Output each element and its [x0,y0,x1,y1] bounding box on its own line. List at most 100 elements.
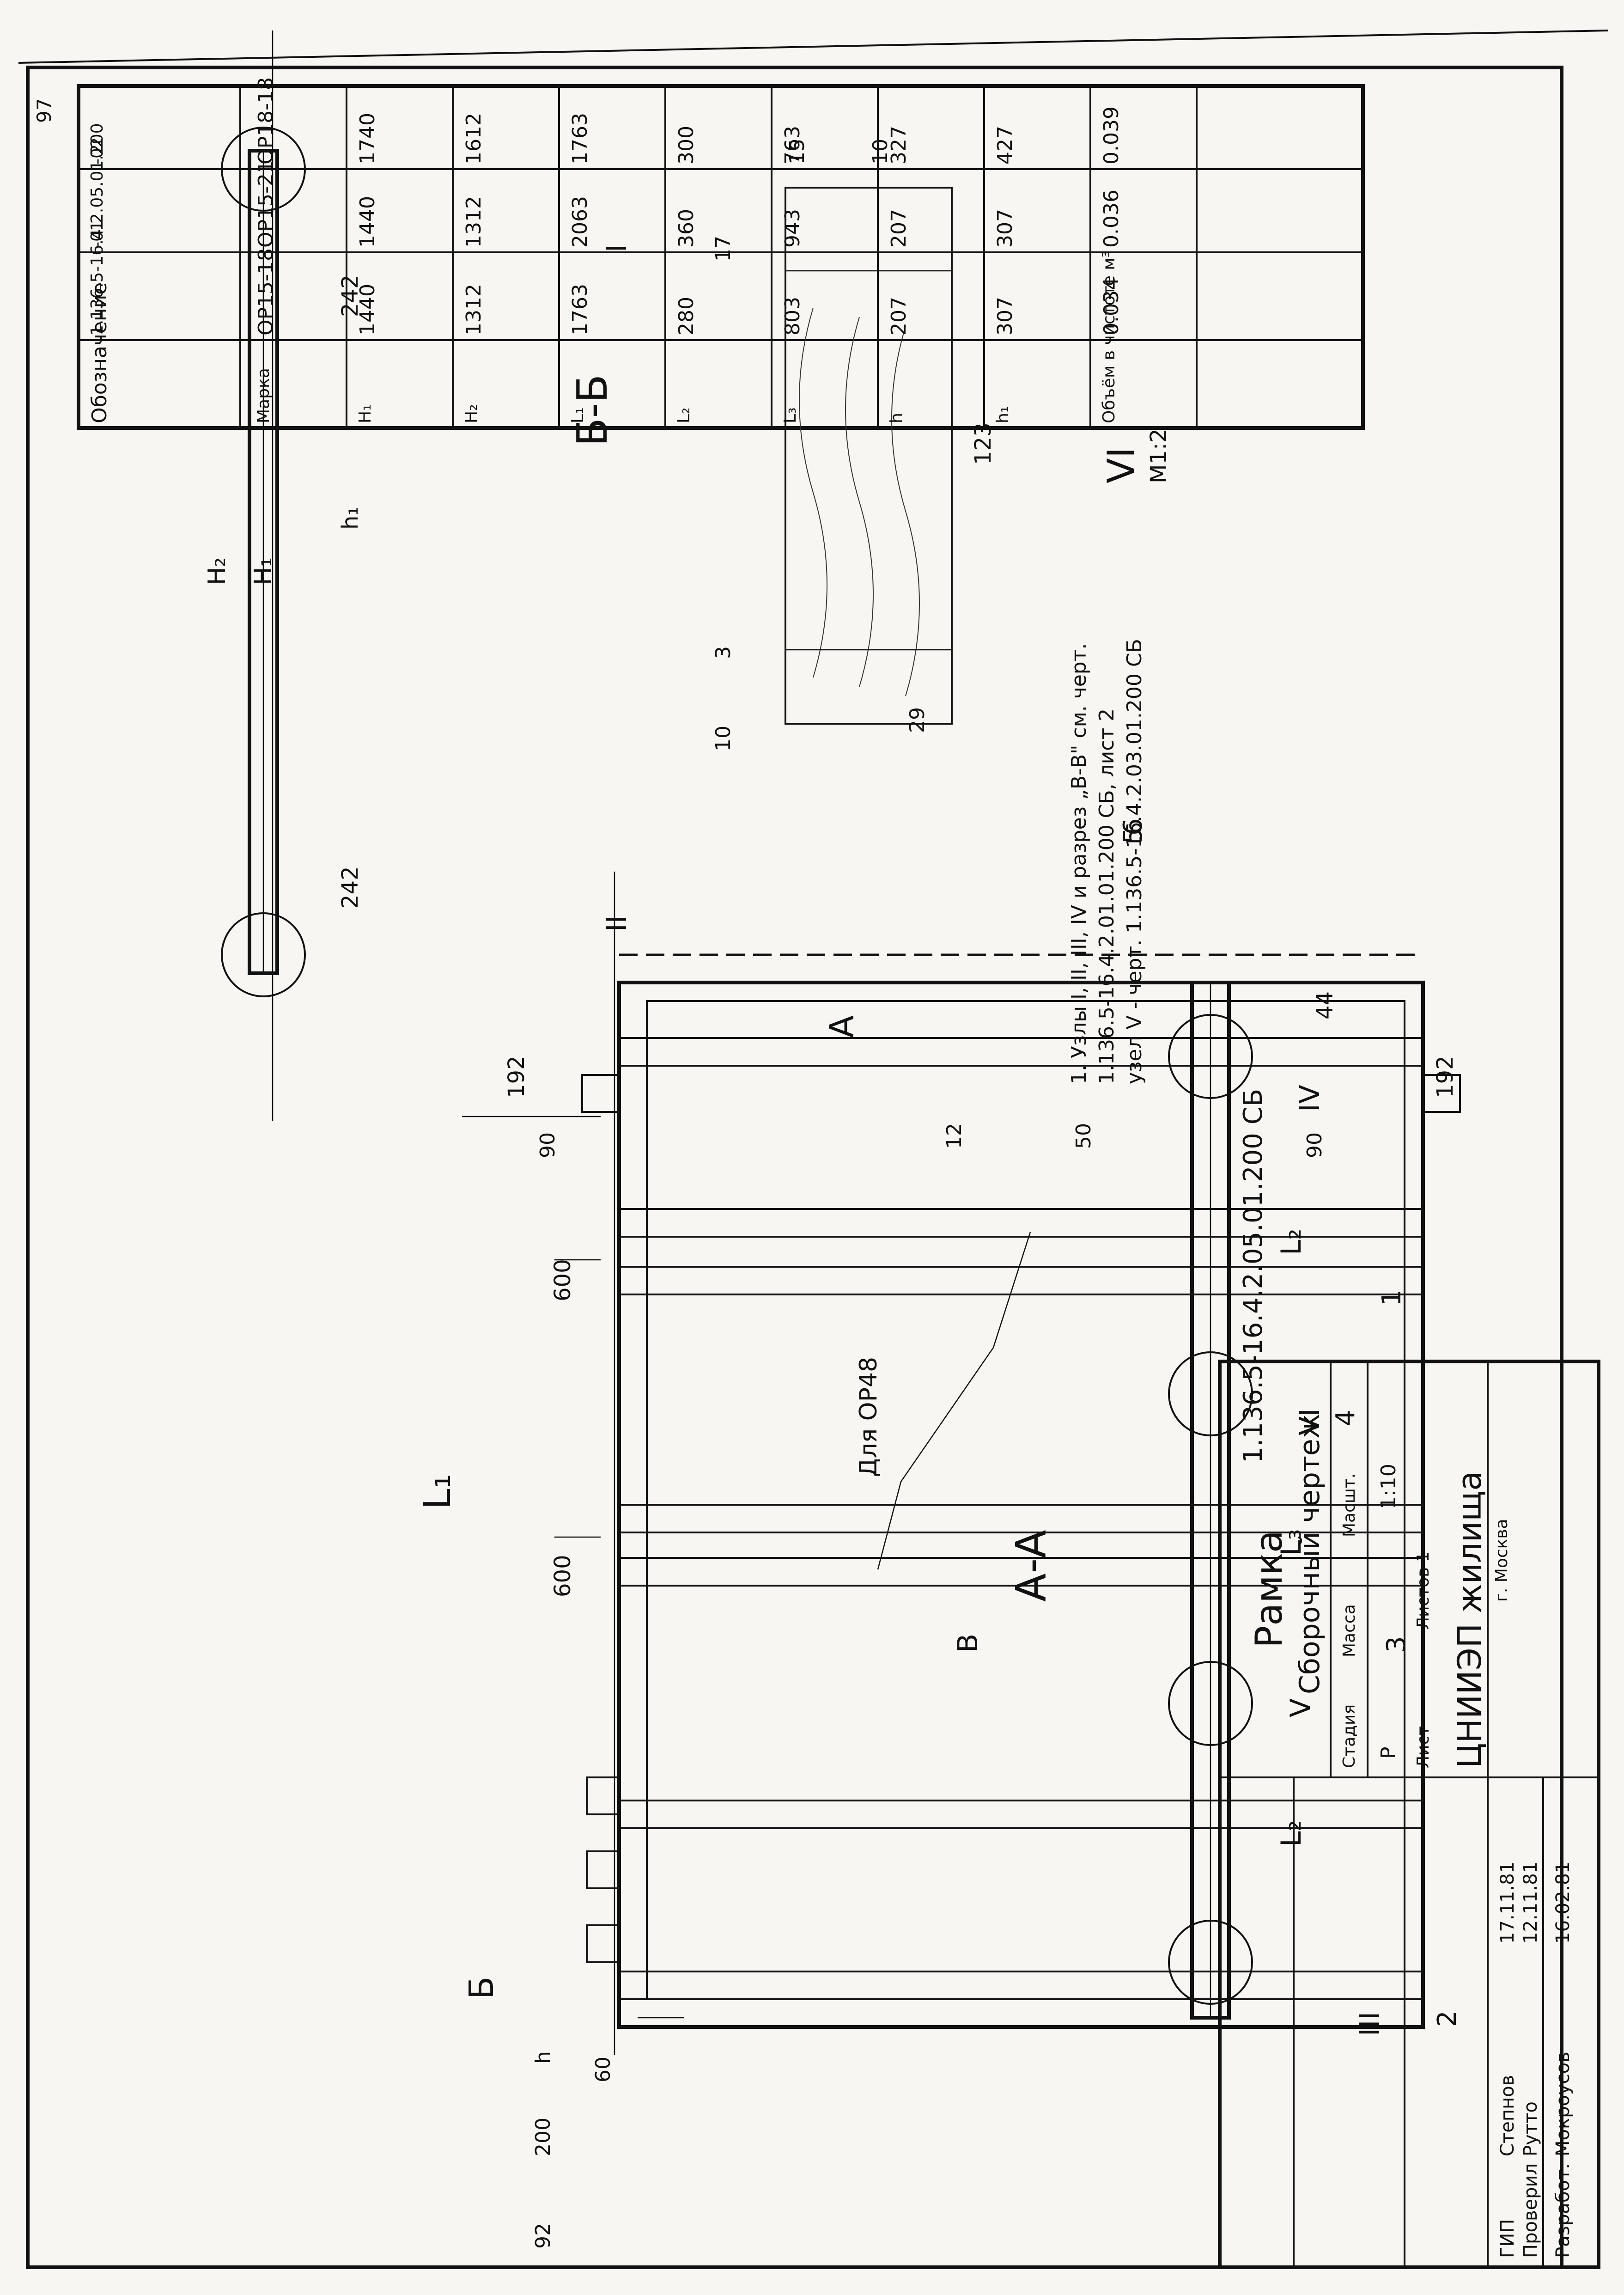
stage-value: Р [1377,1746,1400,1759]
dim-200: 200 [531,2118,555,2156]
dim-h1: h₁ [337,507,363,530]
note-line-3: узел V - черт. 1.136.5-16.4.2.03.01.200 … [1123,639,1146,1084]
scan-edge-line [18,30,1608,64]
frame-inner [646,1000,1405,2000]
spec-header: L₁ [568,407,587,424]
spec-cell: 2063 [568,196,592,248]
node-VI-detail [785,187,953,725]
dim-600-left: 600 [550,1555,576,1597]
spec-cell: 1763 [568,113,592,165]
note-line-1: 1. Узлы I, II, III, IV и разрез „В-В" см… [1067,643,1091,1084]
stud-4 [618,1504,1424,1533]
spec-cell: 0.039 [1100,106,1123,165]
section-V-mark: В [952,1633,984,1653]
dim-L1: L₁ [416,1474,459,1509]
spec-cell: 307 [993,297,1017,336]
dim-90-bottom: 90 [1303,1132,1326,1158]
node-III-circle [1168,1920,1253,2005]
spec-cell: 427 [993,126,1017,165]
pos-1: 1 [1377,1289,1407,1306]
spec-header: L₃ [781,407,800,424]
dim-L2-right: L₂ [1275,1228,1308,1255]
spec-cell: 0.034 [1100,277,1123,336]
spec-cell: 943 [781,209,804,248]
spec-cell: 1440 [356,196,379,248]
dim-3: 3 [712,646,735,659]
spec-header: L₂ [675,407,693,424]
node-II-circle [221,912,306,997]
node-II-label: II [601,915,633,932]
dim-50: 50 [1072,1123,1095,1149]
stud-5 [618,1266,1424,1295]
spec-cell: 300 [675,126,698,165]
spec-cell: 360 [675,209,698,248]
spec-cell: 0.036 [1100,189,1123,248]
col-stage: Стадия [1340,1704,1359,1768]
section-AA-title: А-А [1007,1530,1056,1602]
person-name: Степнов [1497,2075,1518,2156]
spec-header: H₁ [356,404,375,423]
node-I-circle [221,127,306,212]
stud-6 [618,1208,1424,1238]
drawing-name: Рамка [1247,1530,1290,1648]
scale-value: 1:10 [1377,1464,1400,1509]
spec-header: Марка [254,368,273,423]
dim-92: 92 [531,2223,555,2249]
label-for-or48: Для ОР48 [855,1356,882,1477]
org-name: ЦНИИЭП жилища [1451,1471,1489,1768]
sheet-index: 97 [33,98,55,123]
spec-cell: 803 [781,297,804,336]
spec-cell: 327 [887,126,911,165]
person-date: 12.11.81 [1520,1861,1541,1944]
dim-192-top: 192 [504,1056,529,1098]
spec-cell: ОР18-18 [254,77,278,165]
spec-cell: 1312 [462,196,486,248]
spec-cell: ОР15-18 [254,248,278,336]
dim-12: 12 [943,1123,966,1149]
sheet-label: Лист [1414,1726,1433,1768]
pos-3: 3 [1381,1636,1411,1653]
person-name: Рутто [1520,2101,1541,2156]
spec-cell: 207 [887,209,911,248]
dim-60: 60 [591,2057,615,2082]
frame-outer [26,66,1563,2269]
drawing-subtitle: Сборочный чертеж [1294,1414,1326,1694]
spec-cell: 307 [993,209,1017,248]
person-role: Разработ. [1552,2163,1574,2258]
dim-h: h [531,2051,555,2064]
col-mass: Масса [1340,1604,1359,1657]
dim-192-bottom: 192 [1432,1056,1458,1098]
dim-H2: H₂ [203,557,231,585]
spec-cell: ОР15-21 [254,160,278,248]
stud-3 [618,1557,1424,1587]
note-line-2: 1.136.5-16.4.2.01.01.200 СБ, лист 2 [1095,708,1119,1084]
node-V-circle [1168,1661,1253,1746]
dim-H1: H₁ [249,557,277,585]
dim-600-right: 600 [550,1259,576,1301]
section-B-mark: Б [462,1976,501,1999]
spec-cell: 280 [675,297,698,336]
col-scale: Масшт. [1340,1473,1359,1537]
node-IV-label: IV [1294,1085,1326,1112]
spec-table-border [77,84,1365,430]
section-BB [221,31,306,1121]
spec-cell: -01 [88,220,107,248]
person-name: Мокроусов [1552,2051,1574,2156]
spec-cell: 207 [887,297,911,336]
person-date: 16.02.81 [1552,1861,1574,1944]
spec-cell: 1312 [462,284,486,336]
spec-cell: 763 [781,126,804,165]
node-III-label: III [1354,2011,1386,2036]
dim-90-top: 90 [536,1132,560,1158]
dim-242-bottom: 242 [337,866,363,909]
leader-or48 [877,1232,1031,1570]
spec-header: Объём в чистоте м³ [1100,251,1119,423]
dim-123: 123 [970,422,996,465]
title-block [1218,1360,1600,2269]
section-A-mark: А [822,1015,861,1038]
stud-right [618,1037,1424,1067]
spec-header: h [887,413,906,423]
org-city: г. Москва [1492,1519,1511,1602]
